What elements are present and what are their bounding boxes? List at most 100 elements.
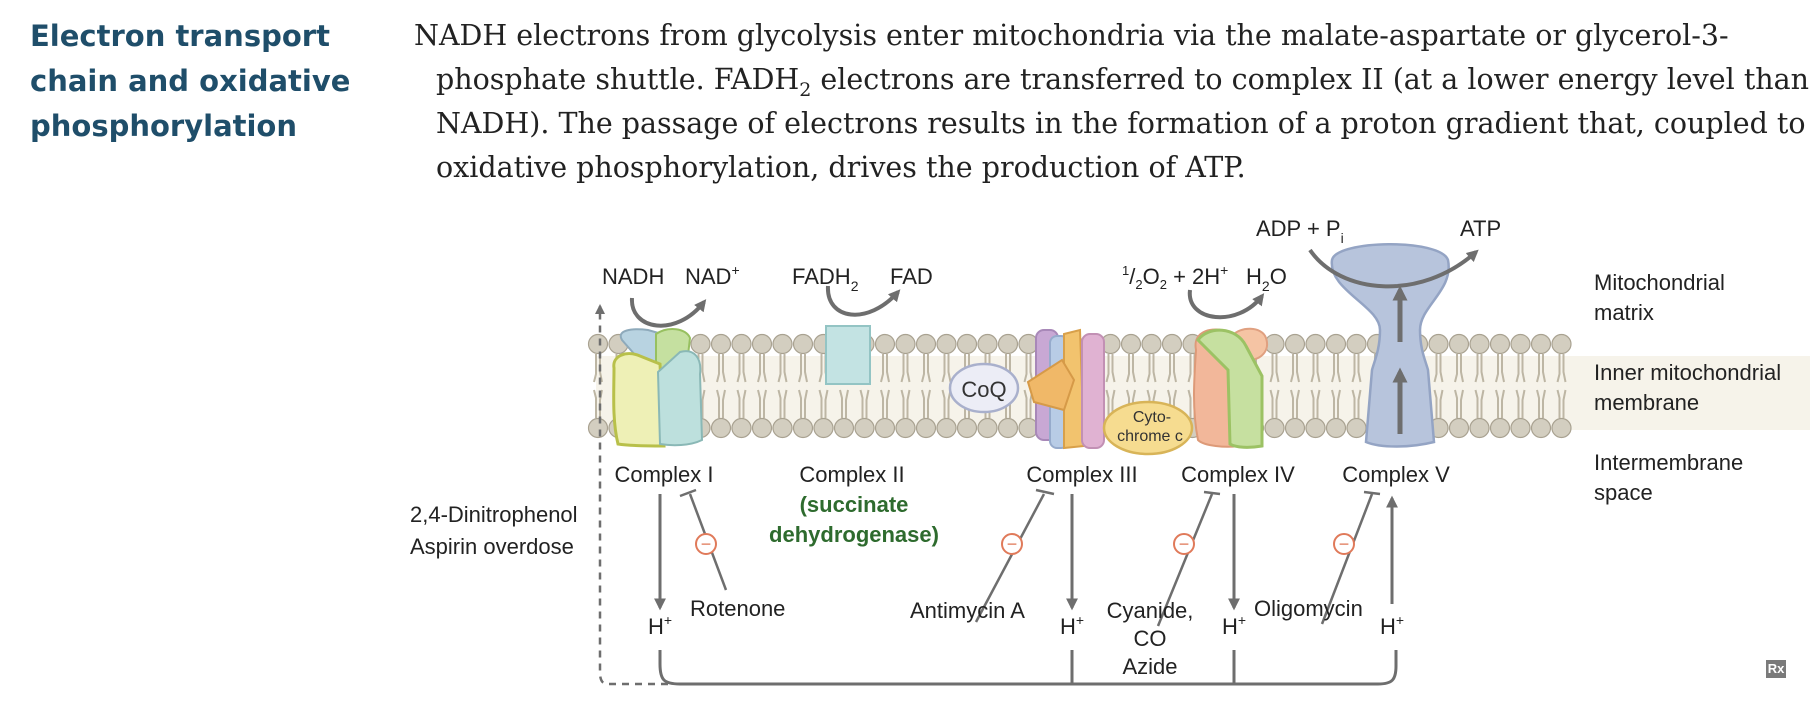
proton-label-complex-iv: H+ [1222,612,1246,639]
lipid-tail [777,389,788,418]
antimycin-tbar [1035,488,1055,496]
cyanide-label-3: Azide [1122,654,1177,679]
uncoupler-label-1: 2,4-Dinitrophenol [410,502,578,527]
lipid-tail [839,389,849,418]
inhibit-sign-oligomycin: − [1333,533,1355,555]
lipid-tail [1454,354,1464,383]
lipid-head [587,333,609,355]
lipid-head [710,333,732,355]
lipid-tail [1495,354,1505,383]
cyanide-tbar [1203,490,1221,496]
lipid-head [915,417,937,439]
lipid-tail [1290,389,1300,418]
proton-label-complex-v: H+ [1380,612,1404,639]
lipid-head [1346,417,1367,439]
lipid-head [587,417,609,439]
complex-ii-sub-1: (succinate [800,492,909,517]
description-paragraph: NADH electrons from glycolysis enter mit… [414,14,1809,190]
lipid-tail [716,354,726,383]
lipid-tail [921,389,931,418]
lipid-tail [880,389,890,418]
lipid-head [792,333,814,355]
lipid-head [1448,417,1470,439]
uncoupler-leak-arrow [595,304,668,686]
oligomycin-line [1320,493,1374,625]
lipid-head [874,417,896,439]
lipid-head [1305,417,1326,439]
section-title-line-1: Electron transport [30,19,330,53]
lipid-head [895,417,916,439]
lipid-tail [777,354,788,383]
space-label-2: space [1594,480,1653,505]
lipid-tail [1331,389,1341,418]
lipid-tail [880,354,890,383]
lipid-head [1469,417,1490,439]
lipid-tail [1433,354,1444,383]
lipid-tail [1310,354,1321,383]
lipid-head [1325,417,1347,439]
proton-label-complex-iii: H+ [1060,612,1084,639]
cyanide-label-1: Cyanide, [1107,598,1194,623]
oxygen-reaction-arrow [1187,289,1265,320]
lipid-tail [1351,389,1362,418]
complex-iv-label: Complex IV [1181,462,1295,487]
uncoupler-label-2: Aspirin overdose [410,534,574,559]
space-label-1: Intermembrane [1594,450,1743,475]
lipid-tail [1105,354,1116,383]
lipid-tail [900,389,911,418]
oligomycin-label: Oligomycin [1254,596,1363,621]
lipid-head [936,417,957,439]
lipid-tail [818,389,829,418]
lipid-head [997,417,1019,439]
inhibit-sign-rotenone: − [695,533,717,555]
rotenone-label: Rotenone [690,596,785,621]
svg-text:−: − [1007,534,1018,554]
cytochrome-c: Cyto- chrome c [1102,400,1194,456]
coq-carrier: CoQ [948,362,1020,414]
lipid-head [1428,333,1449,355]
fad-label: FAD [890,264,933,289]
lipid-tail [1351,354,1362,383]
complex-ii-shape [825,325,871,385]
lipid-tail [593,354,603,383]
lipid-head [1346,333,1367,355]
proton-label-complex-i: H+ [648,612,672,639]
description-line-3: NADH). The passage of electrons results … [436,107,1806,140]
proton-return-line [658,650,1398,686]
lipid-head [813,417,834,439]
lipid-head [731,333,752,355]
water-label: H2O [1246,264,1287,294]
description-line-2: phosphate shuttle. FADH2 electrons are t… [414,58,1809,102]
inhibit-sign-cyanide: − [1173,533,1195,555]
lipid-head [792,417,814,439]
lipid-head [936,333,957,355]
adp-pi-label: ADP + Pi [1256,216,1344,246]
lipid-tail [1515,354,1526,383]
lipid-tail [921,354,931,383]
lipid-head [1284,333,1306,355]
lipid-head [772,417,793,439]
fadh2-label: FADH2 [792,264,859,294]
lipid-tail [1556,354,1567,383]
lipid-head [731,417,752,439]
inhibit-sign-antimycin: − [1001,533,1023,555]
lipid-head [1120,333,1142,355]
complex-ii-label: Complex II [799,462,904,487]
section-title-line-2: chain and oxidative [30,64,351,98]
lipid-tail [757,354,767,383]
rx-badge: Rx [1766,660,1786,678]
lipid-tail [736,389,747,418]
svg-text:−: − [701,534,712,554]
cytochrome-label-1: Cyto- [1133,409,1171,426]
cytochrome-label-2: chrome c [1117,428,1183,445]
lipid-tail [941,354,952,383]
lipid-head [1530,417,1552,439]
lipid-tail [1310,389,1321,418]
lipid-head [1489,333,1511,355]
antimycin-label: Antimycin A [910,598,1025,623]
nadh-label: NADH [602,264,664,289]
lipid-tail [1126,354,1136,383]
atp-synthesis-arrow [1308,248,1479,289]
lipid-head [874,333,896,355]
membrane-label-2: membrane [1594,390,1699,415]
